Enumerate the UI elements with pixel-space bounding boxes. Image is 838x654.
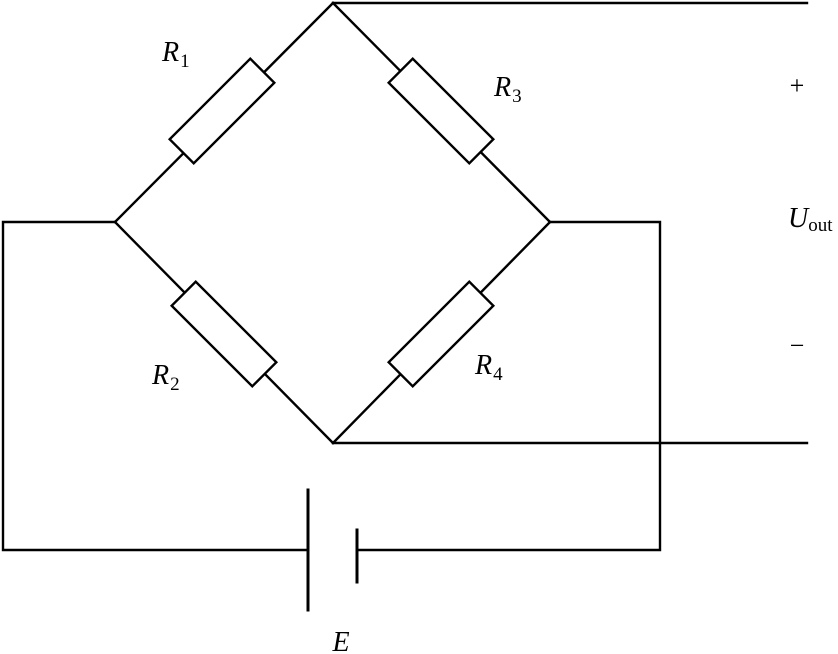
supply-wires xyxy=(1,220,662,552)
supply-wire-right xyxy=(355,220,662,552)
label-e: E xyxy=(331,627,349,654)
resistor-r3 xyxy=(386,56,496,166)
supply-wire-left xyxy=(1,220,310,552)
resistor-r4 xyxy=(386,279,496,389)
label-plus: + xyxy=(790,71,805,100)
label-r4: R4 xyxy=(474,350,503,385)
label-uout: Uout xyxy=(788,203,833,236)
resistor-r2 xyxy=(169,279,279,389)
label-r2: R2 xyxy=(151,360,180,395)
label-r1: R1 xyxy=(161,37,190,72)
label-minus: − xyxy=(790,331,805,360)
resistor-r1 xyxy=(167,56,277,166)
label-r3: R3 xyxy=(493,72,522,107)
battery-symbol xyxy=(306,488,359,612)
output-terminals xyxy=(331,1,809,445)
